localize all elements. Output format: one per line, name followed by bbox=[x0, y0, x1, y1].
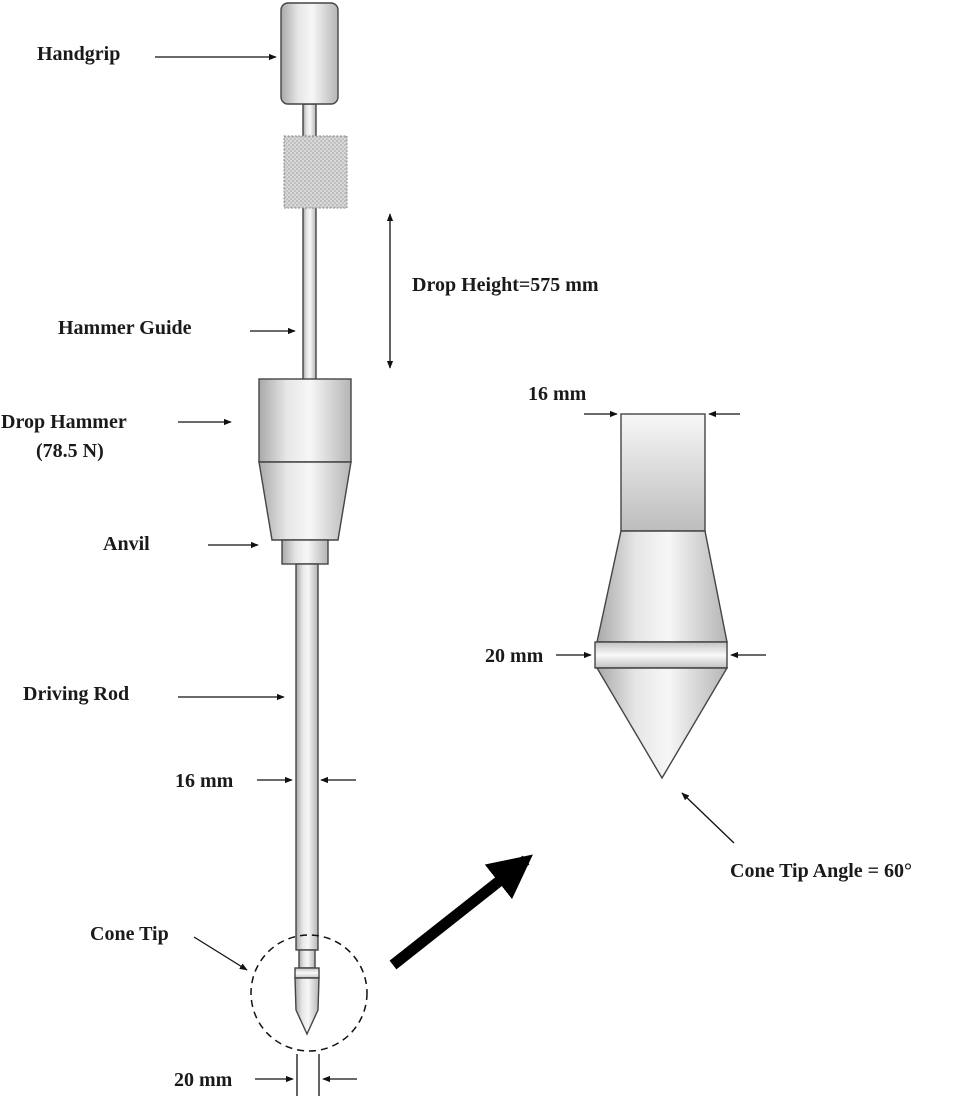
handgrip-shape bbox=[280, 2, 339, 105]
labels: Handgrip Hammer Guide Drop Height=575 mm… bbox=[1, 43, 912, 1091]
cone-ring-small bbox=[294, 967, 320, 979]
handgrip-label: Handgrip bbox=[37, 43, 120, 65]
cone-tip-small bbox=[294, 977, 320, 1036]
driving-rod-label: Driving Rod bbox=[23, 683, 129, 705]
hammer-taper-shape bbox=[258, 461, 352, 541]
cone-diameter-label: 20 mm bbox=[174, 1069, 233, 1091]
drop-hammer-weight-label: (78.5 N) bbox=[36, 440, 104, 462]
cone-tip-label: Cone Tip bbox=[90, 923, 169, 945]
leader-arrows bbox=[155, 53, 766, 1096]
drop-hammer-label: Drop Hammer bbox=[1, 411, 127, 433]
cone-tip-arrow bbox=[193, 936, 248, 971]
dcp-apparatus bbox=[250, 2, 368, 1052]
driving-rod-shape bbox=[295, 563, 319, 951]
cone-detail bbox=[594, 413, 729, 780]
detail-cone-point bbox=[595, 667, 729, 780]
cone-tip-angle-label: Cone Tip Angle = 60° bbox=[730, 860, 912, 882]
detail-cone-diameter-label: 20 mm bbox=[485, 645, 544, 667]
rod-lower-end bbox=[298, 949, 316, 969]
detail-rod-section bbox=[620, 413, 706, 532]
cone-detail-circle bbox=[250, 934, 368, 1052]
drop-hammer-shape bbox=[258, 378, 352, 463]
drop-height-label: Drop Height=575 mm bbox=[412, 274, 599, 296]
detail-cone-taper bbox=[596, 530, 728, 643]
anvil-label: Anvil bbox=[103, 533, 150, 555]
detail-cone-ring bbox=[594, 641, 728, 669]
enlargement-arrow bbox=[389, 854, 533, 970]
hammer-guide-label: Hammer Guide bbox=[58, 317, 192, 339]
anvil-shape bbox=[281, 539, 329, 565]
cone-angle-arrow bbox=[681, 792, 735, 844]
hammer-guide-sleeve bbox=[283, 135, 348, 209]
rod-diameter-label: 16 mm bbox=[175, 770, 234, 792]
detail-rod-diameter-label: 16 mm bbox=[528, 383, 587, 405]
